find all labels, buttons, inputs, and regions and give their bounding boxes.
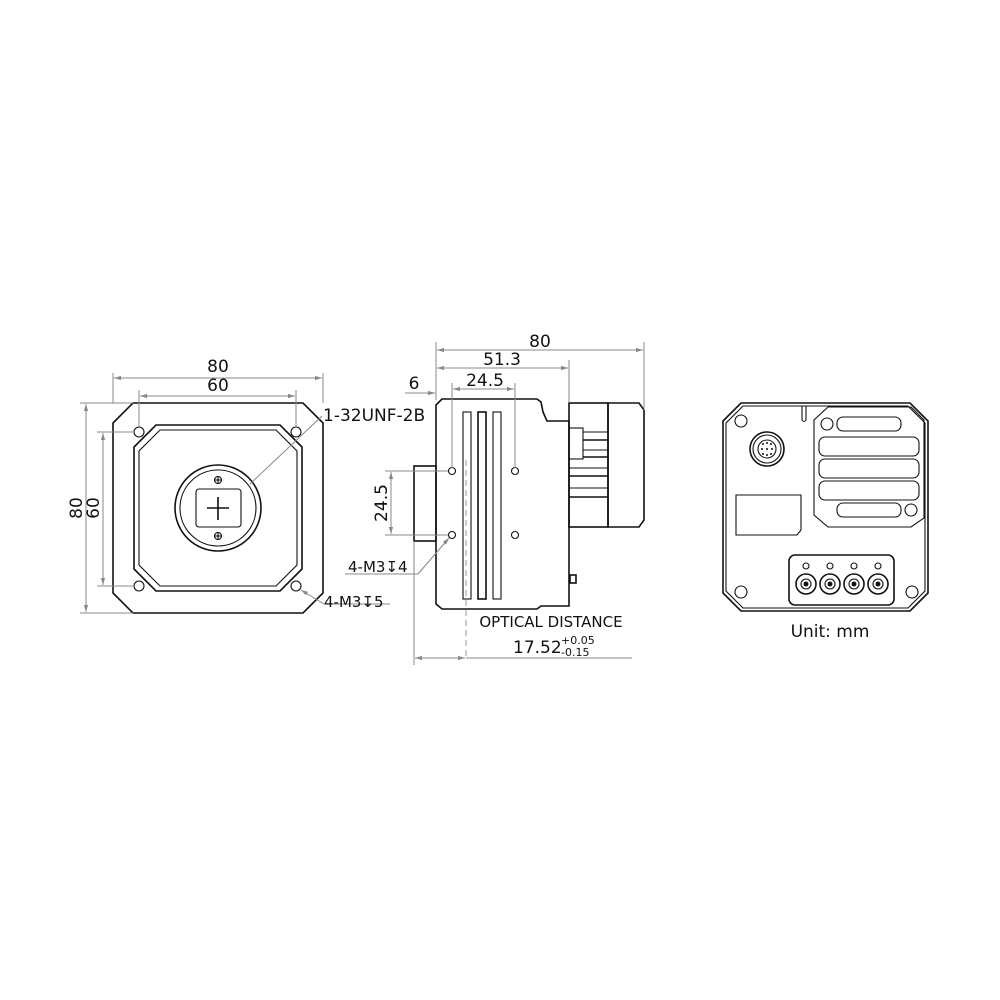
side-length-total-label: 80	[529, 332, 551, 352]
rear-connector-block	[568, 402, 645, 528]
front-height-inner-label: 60	[84, 497, 104, 519]
rear-mount-hole-icon	[734, 585, 748, 599]
optical-distance-tol-lower: -0.15	[561, 646, 589, 659]
front-width-inner-label: 60	[207, 376, 229, 396]
front-inner-frame-outer	[133, 424, 303, 592]
side-holes-callout: 4-M3↧4	[348, 558, 408, 576]
cooling-slot	[462, 411, 472, 600]
lens-mount-callout: 1-32UNF-2B	[323, 406, 425, 426]
mount-hole-icon	[133, 580, 145, 592]
front-outer-body	[112, 402, 324, 614]
side-hole-icon	[447, 530, 457, 540]
flange-offset-label: 6	[409, 374, 420, 394]
io-connector-icon	[749, 431, 785, 467]
side-hole-icon	[510, 530, 520, 540]
mount-hole-icon	[290, 426, 302, 438]
side-hole-spacing-x-label: 24.5	[466, 371, 504, 391]
side-hole-icon	[447, 466, 457, 476]
optical-distance-tol-upper: +0.05	[561, 634, 595, 647]
side-latch	[569, 574, 577, 584]
cooling-slot	[492, 411, 502, 600]
rear-mount-hole-icon	[905, 585, 919, 599]
side-main-body	[435, 398, 570, 610]
optical-distance-label: OPTICAL DISTANCE	[479, 613, 622, 631]
front-width-outer-label: 80	[207, 357, 229, 377]
side-view: 80 51.3 24.5 6 24.5 4-M3↧4 OPTICAL DISTA…	[345, 332, 645, 665]
mount-hole-icon	[133, 426, 145, 438]
optical-distance-value: 17.52	[513, 638, 562, 658]
vent-panel	[813, 406, 925, 528]
lens-flange	[413, 465, 437, 542]
rear-mount-hole-icon	[734, 414, 748, 428]
label-plate	[735, 494, 802, 536]
lens-mount	[174, 464, 262, 552]
side-hole-spacing-y-label: 24.5	[372, 484, 392, 522]
rear-view: Unit: mm	[722, 402, 929, 642]
connector-port-block	[788, 554, 895, 606]
front-view: 80 60 80 60 1-32UNF-2B 4-M3↧5	[67, 357, 425, 614]
mount-hole-icon	[290, 580, 302, 592]
mount-holes-callout: 4-M3↧5	[324, 593, 384, 611]
front-inner-frame-inner	[138, 429, 298, 587]
rear-outer-body	[722, 402, 929, 612]
side-hole-icon	[510, 466, 520, 476]
front-height-outer-label: 80	[67, 497, 87, 519]
side-length-body-label: 51.3	[483, 350, 521, 370]
unit-label: Unit: mm	[791, 622, 870, 642]
cooling-slot	[477, 411, 487, 600]
